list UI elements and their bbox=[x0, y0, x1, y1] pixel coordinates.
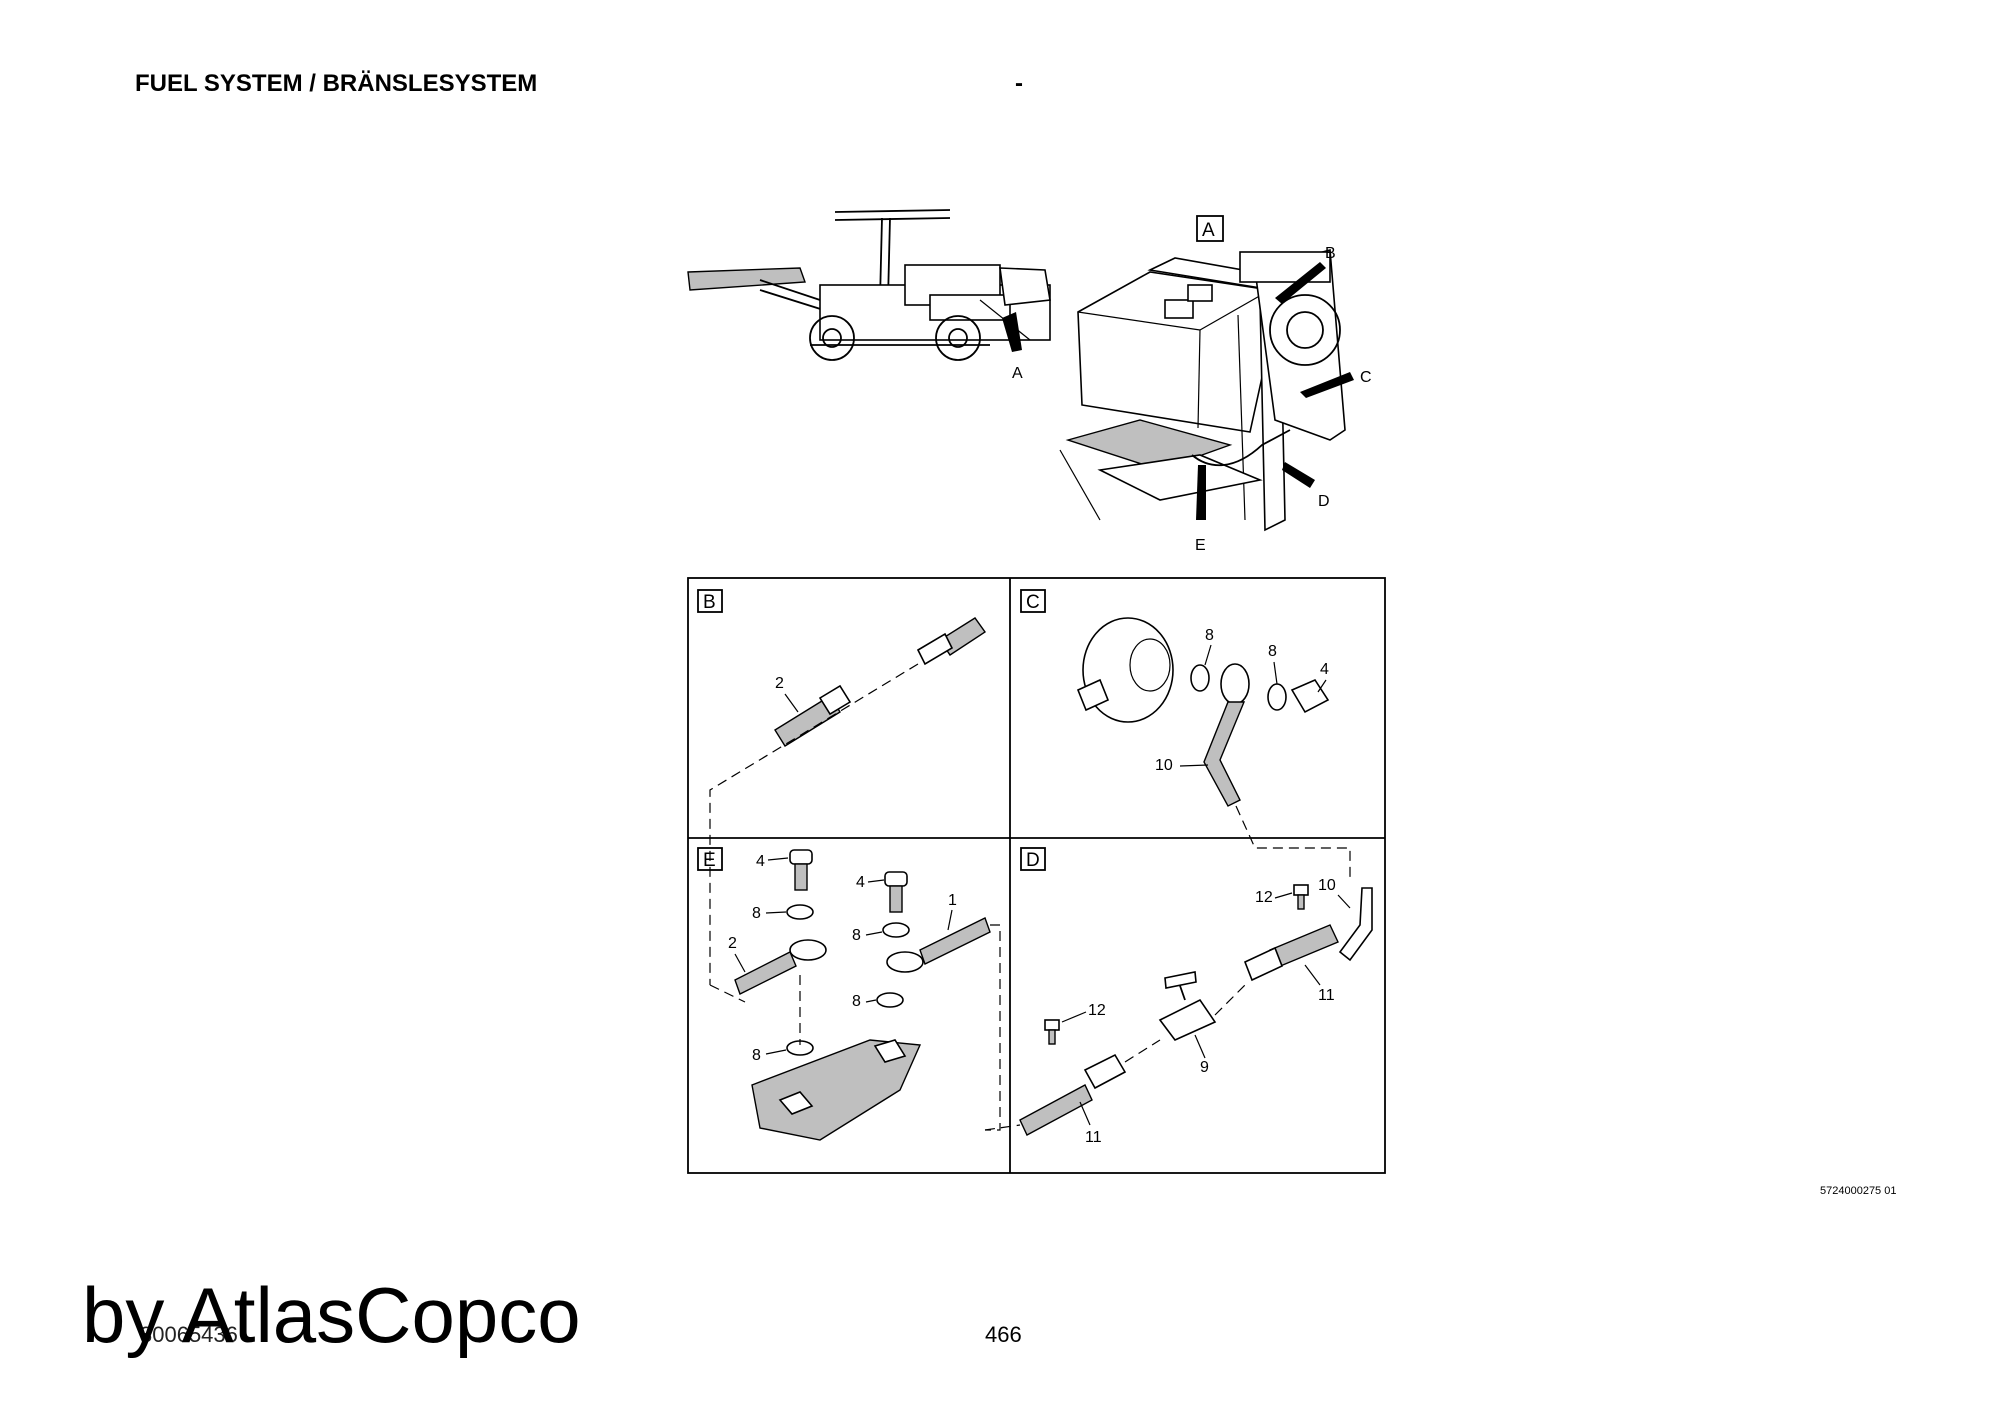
svg-text:B: B bbox=[1325, 245, 1336, 262]
svg-text:12: 12 bbox=[1255, 889, 1273, 906]
detail-a-box: A bbox=[1196, 215, 1224, 242]
svg-text:D: D bbox=[1318, 493, 1330, 510]
svg-text:8: 8 bbox=[1268, 643, 1277, 660]
panel-d: D 12 10 11 12 9 11 bbox=[984, 847, 1373, 1146]
header-separator: - bbox=[1015, 70, 1023, 97]
machine-illustration bbox=[687, 209, 1051, 361]
detail-a-illustration bbox=[1059, 248, 1346, 532]
svg-text:11: 11 bbox=[1318, 987, 1335, 1004]
page-number: 466 bbox=[985, 1322, 1022, 1347]
document-code: 30065436 bbox=[140, 1322, 238, 1347]
svg-text:12: 12 bbox=[1088, 1002, 1106, 1019]
callout-a-machine: A bbox=[1002, 312, 1023, 382]
svg-text:4: 4 bbox=[1320, 661, 1329, 678]
svg-text:11: 11 bbox=[1085, 1129, 1102, 1146]
svg-text:1: 1 bbox=[948, 892, 957, 909]
callout-b: B bbox=[1275, 245, 1336, 304]
page-title: FUEL SYSTEM / BRÄNSLESYSTEM bbox=[135, 70, 538, 97]
svg-text:8: 8 bbox=[1205, 627, 1214, 644]
drawing-number: 5724000275 01 bbox=[1820, 1185, 1897, 1197]
svg-text:E: E bbox=[1195, 537, 1206, 554]
svg-text:C: C bbox=[1026, 592, 1040, 613]
svg-text:A: A bbox=[1202, 220, 1215, 241]
panel-e: E 4 4 1 8 8 2 8 8 bbox=[697, 847, 1001, 1141]
detail-panels-frame bbox=[687, 577, 1386, 1174]
svg-text:8: 8 bbox=[752, 1047, 761, 1064]
svg-text:E: E bbox=[703, 850, 716, 871]
svg-text:10: 10 bbox=[1155, 757, 1173, 774]
panel-c: C 8 8 4 10 bbox=[1020, 589, 1351, 880]
svg-text:C: C bbox=[1360, 369, 1372, 386]
svg-text:2: 2 bbox=[775, 675, 784, 692]
callout-d: D bbox=[1282, 462, 1330, 510]
callout-c: C bbox=[1300, 369, 1372, 398]
svg-text:8: 8 bbox=[852, 927, 861, 944]
svg-text:4: 4 bbox=[856, 874, 865, 891]
svg-text:9: 9 bbox=[1200, 1059, 1209, 1076]
svg-text:D: D bbox=[1026, 850, 1040, 871]
svg-text:10: 10 bbox=[1318, 877, 1336, 894]
publisher-watermark: by AtlasCopco bbox=[82, 1271, 581, 1359]
callout-e: E bbox=[1195, 465, 1206, 554]
svg-text:A: A bbox=[1012, 365, 1023, 382]
svg-text:8: 8 bbox=[752, 905, 761, 922]
svg-text:2: 2 bbox=[728, 935, 737, 952]
svg-text:8: 8 bbox=[852, 993, 861, 1010]
panel-b: B 2 bbox=[697, 589, 986, 985]
svg-text:B: B bbox=[703, 592, 716, 613]
svg-text:4: 4 bbox=[756, 853, 765, 870]
